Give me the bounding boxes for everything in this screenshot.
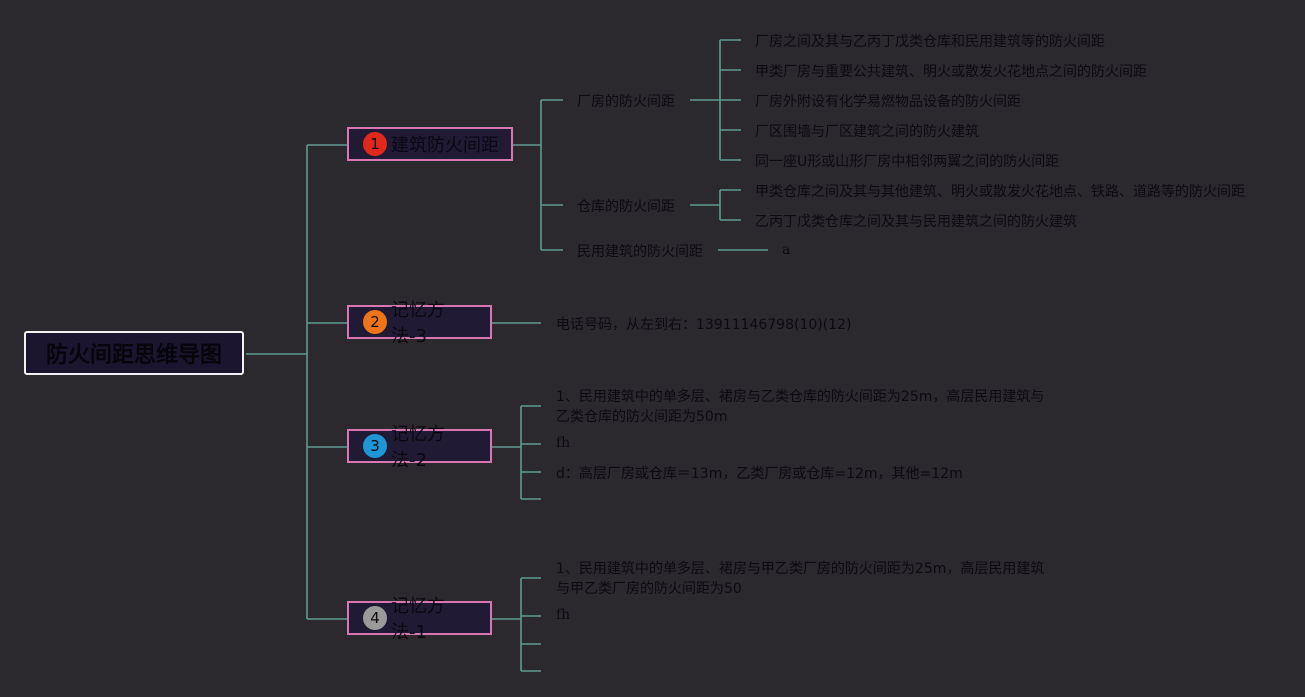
- leaf-node[interactable]: fh: [556, 435, 571, 451]
- leaf-node[interactable]: 同一座U形或山形厂房中相邻两翼之间的防火间距: [755, 154, 1060, 170]
- root-title: 防火间距思维导图: [45, 343, 222, 368]
- leaf-node[interactable]: a: [782, 242, 791, 258]
- number-2-icon: 2: [363, 310, 387, 334]
- leaf-node[interactable]: 1、民用建筑中的单多层、裙房与乙类仓库的防火间距为25m，高层民用建筑与乙类仓库…: [556, 389, 1045, 425]
- branch-label: 记忆方法-3: [391, 300, 445, 347]
- branch-label: 记忆方法-1: [391, 596, 445, 643]
- number-3-icon: 3: [363, 434, 387, 458]
- leaf-node[interactable]: fh: [556, 607, 571, 623]
- branch-node-1[interactable]: 1 建筑防火间距: [347, 127, 513, 161]
- leaf-node[interactable]: 甲类厂房与重要公共建筑、明火或散发火花地点之间的防火间距: [755, 64, 1147, 80]
- branch-label: 记忆方法-2: [391, 424, 445, 471]
- branch-label: 建筑防火间距: [391, 135, 499, 156]
- leaf-node[interactable]: 1、民用建筑中的单多层、裙房与甲乙类厂房的防火间距为25m，高层民用建筑与甲乙类…: [556, 561, 1045, 597]
- root-node[interactable]: 防火间距思维导图: [24, 331, 244, 375]
- leaf-node[interactable]: 厂区围墙与厂区建筑之间的防火建筑: [755, 124, 979, 140]
- branch-node-2[interactable]: 2 记忆方法-3: [347, 300, 492, 347]
- branch-node-3[interactable]: 3 记忆方法-2: [347, 424, 492, 471]
- number-4-icon: 4: [363, 606, 387, 630]
- leaf-node[interactable]: 厂房之间及其与乙丙丁戊类仓库和民用建筑等的防火间距: [755, 34, 1105, 50]
- leaf-node[interactable]: 乙丙丁戊类仓库之间及其与民用建筑之间的防火建筑: [755, 214, 1077, 230]
- sub-node-factory[interactable]: 厂房的防火间距: [577, 94, 675, 110]
- leaf-node[interactable]: 甲类仓库之间及其与其他建筑、明火或散发火花地点、铁路、道路等的防火间距: [755, 184, 1245, 200]
- number-1-icon: 1: [363, 132, 387, 156]
- branch-node-4[interactable]: 4 记忆方法-1: [347, 596, 492, 643]
- leaf-node[interactable]: d：高层厂房或仓库＝13m，乙类厂房或仓库=12m，其他=12m: [556, 466, 963, 482]
- sub-node-warehouse[interactable]: 仓库的防火间距: [577, 199, 675, 215]
- sub-node-civil[interactable]: 民用建筑的防火间距: [577, 244, 703, 260]
- leaf-node[interactable]: 电话号码，从左到右：13911146798(10)(12): [556, 317, 852, 333]
- leaf-node[interactable]: 厂房外附设有化学易燃物品设备的防火间距: [755, 94, 1021, 110]
